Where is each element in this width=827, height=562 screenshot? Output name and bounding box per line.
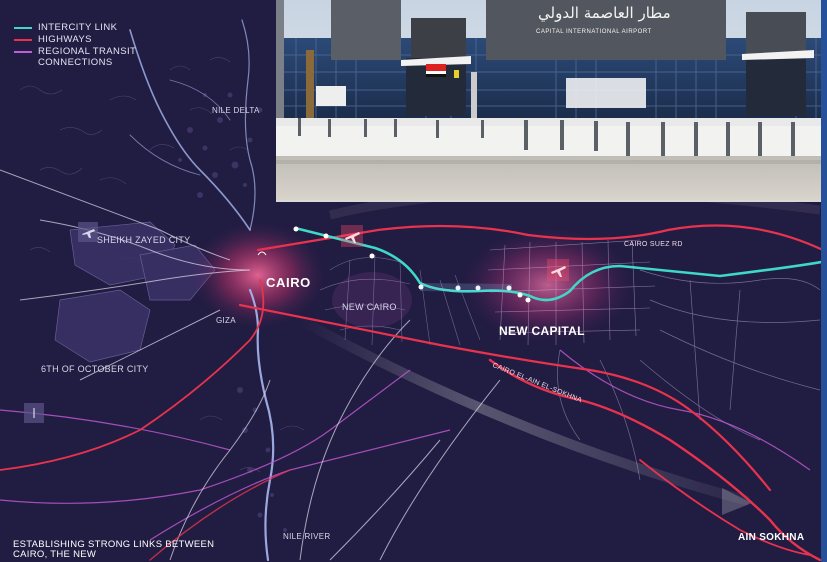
nile-river bbox=[129, 19, 275, 562]
label-ain-sokhna: AIN SOKHNA bbox=[738, 532, 805, 543]
airport-sign-arabic: مطار العاصمة الدولي bbox=[538, 4, 671, 22]
legend-label: HIGHWAYS bbox=[38, 34, 92, 45]
highway-cairo-suez bbox=[256, 224, 825, 252]
highway-ring-south bbox=[238, 303, 772, 492]
label-new-cairo: NEW CAIRO bbox=[342, 302, 397, 312]
delta-fields bbox=[178, 92, 287, 532]
new-capital-grid bbox=[487, 239, 656, 346]
legend-swatch bbox=[14, 27, 32, 29]
new-capital-urban-area bbox=[458, 225, 638, 345]
legend-label: INTERCITY LINK bbox=[38, 22, 118, 33]
right-border bbox=[821, 0, 827, 562]
intercity-stations bbox=[293, 226, 531, 303]
airport-terminal-photo bbox=[276, 0, 827, 200]
intercity-link bbox=[294, 226, 827, 302]
airport-icon bbox=[341, 225, 363, 247]
highways bbox=[0, 224, 825, 562]
label-giza: GIZA bbox=[216, 316, 236, 325]
station-glow bbox=[419, 283, 513, 292]
cairo-urban-area bbox=[188, 220, 328, 330]
label-cairo-suez-road: CAIRO SUEZ RD bbox=[624, 241, 683, 248]
legend-item-intercity: INTERCITY LINK bbox=[14, 22, 148, 33]
highway-west bbox=[0, 279, 265, 471]
label-nile-delta: NILE DELTA bbox=[212, 106, 260, 115]
legend-swatch bbox=[14, 39, 32, 41]
label-new-capital: NEW CAPITAL bbox=[499, 324, 585, 338]
local-roads bbox=[0, 169, 501, 561]
legend-label: REGIONAL TRANSIT CONNECTIONS bbox=[38, 46, 137, 68]
airport-icon bbox=[78, 222, 98, 242]
legend-item-highways: HIGHWAYS bbox=[14, 34, 148, 45]
label-nile-river: NILE RIVER bbox=[283, 532, 331, 541]
airport-photo-inset: مطار العاصمة الدولي CAPITAL INTERNATIONA… bbox=[276, 0, 827, 202]
growth-arrow bbox=[295, 315, 750, 505]
airport-icon bbox=[547, 259, 569, 281]
map-caption: ESTABLISHING STRONG LINKS BETWEEN CAIRO,… bbox=[13, 539, 215, 560]
legend-swatch bbox=[14, 51, 32, 53]
label-cairo: CAIRO bbox=[266, 275, 311, 290]
airport-sign-english: CAPITAL INTERNATIONAL AIRPORT bbox=[536, 29, 652, 35]
label-6th-october: 6TH OF OCTOBER CITY bbox=[41, 364, 149, 374]
legend-item-transit: REGIONAL TRANSIT CONNECTIONS bbox=[14, 46, 148, 68]
info-icon bbox=[24, 403, 44, 423]
highway-sokhna bbox=[488, 358, 822, 562]
map-legend: INTERCITY LINK HIGHWAYS REGIONAL TRANSIT… bbox=[14, 22, 148, 69]
label-sheikh-zayed: SHEIKH ZAYED CITY bbox=[97, 235, 191, 245]
eastern-roads bbox=[557, 269, 821, 481]
